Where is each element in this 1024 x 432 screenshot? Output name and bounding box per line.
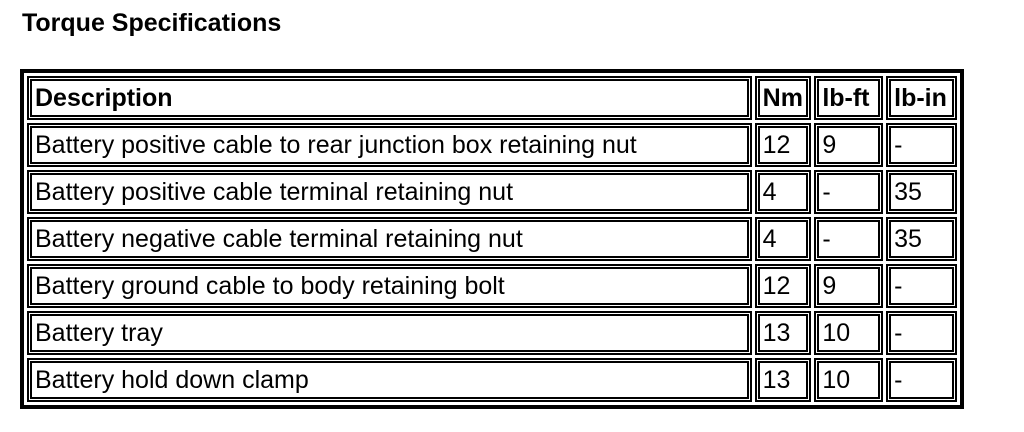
cell-nm: 4: [754, 217, 812, 261]
cell-lb-in: -: [886, 123, 957, 167]
cell-lb-ft: 9: [814, 264, 884, 308]
cell-lb-in: -: [886, 264, 957, 308]
table-row: Battery tray 13 10 -: [27, 311, 957, 355]
torque-spec-table: Description Nm lb-ft lb-in Battery posit…: [20, 69, 964, 409]
table-row: Battery hold down clamp 13 10 -: [27, 358, 957, 402]
cell-lb-in: 35: [886, 217, 957, 261]
header-nm: Nm: [754, 76, 812, 120]
cell-description: Battery ground cable to body retaining b…: [27, 264, 752, 308]
cell-lb-in: -: [886, 358, 957, 402]
cell-description: Battery positive cable to rear junction …: [27, 123, 752, 167]
cell-lb-ft: -: [814, 170, 884, 214]
header-lb-ft: lb-ft: [814, 76, 884, 120]
cell-description: Battery tray: [27, 311, 752, 355]
cell-nm: 12: [754, 264, 812, 308]
cell-lb-ft: -: [814, 217, 884, 261]
header-lb-in: lb-in: [886, 76, 957, 120]
cell-lb-ft: 9: [814, 123, 884, 167]
cell-description: Battery positive cable terminal retainin…: [27, 170, 752, 214]
table-row: Battery negative cable terminal retainin…: [27, 217, 957, 261]
table-row: Battery positive cable to rear junction …: [27, 123, 957, 167]
cell-description: Battery negative cable terminal retainin…: [27, 217, 752, 261]
cell-description: Battery hold down clamp: [27, 358, 752, 402]
cell-lb-ft: 10: [814, 358, 884, 402]
cell-lb-in: -: [886, 311, 957, 355]
cell-nm: 4: [754, 170, 812, 214]
cell-nm: 12: [754, 123, 812, 167]
cell-lb-in: 35: [886, 170, 957, 214]
cell-lb-ft: 10: [814, 311, 884, 355]
table-row: Battery ground cable to body retaining b…: [27, 264, 957, 308]
header-description: Description: [27, 76, 752, 120]
cell-nm: 13: [754, 311, 812, 355]
cell-nm: 13: [754, 358, 812, 402]
table-row: Battery positive cable terminal retainin…: [27, 170, 957, 214]
page-title: Torque Specifications: [22, 9, 282, 37]
table-header-row: Description Nm lb-ft lb-in: [27, 76, 957, 120]
